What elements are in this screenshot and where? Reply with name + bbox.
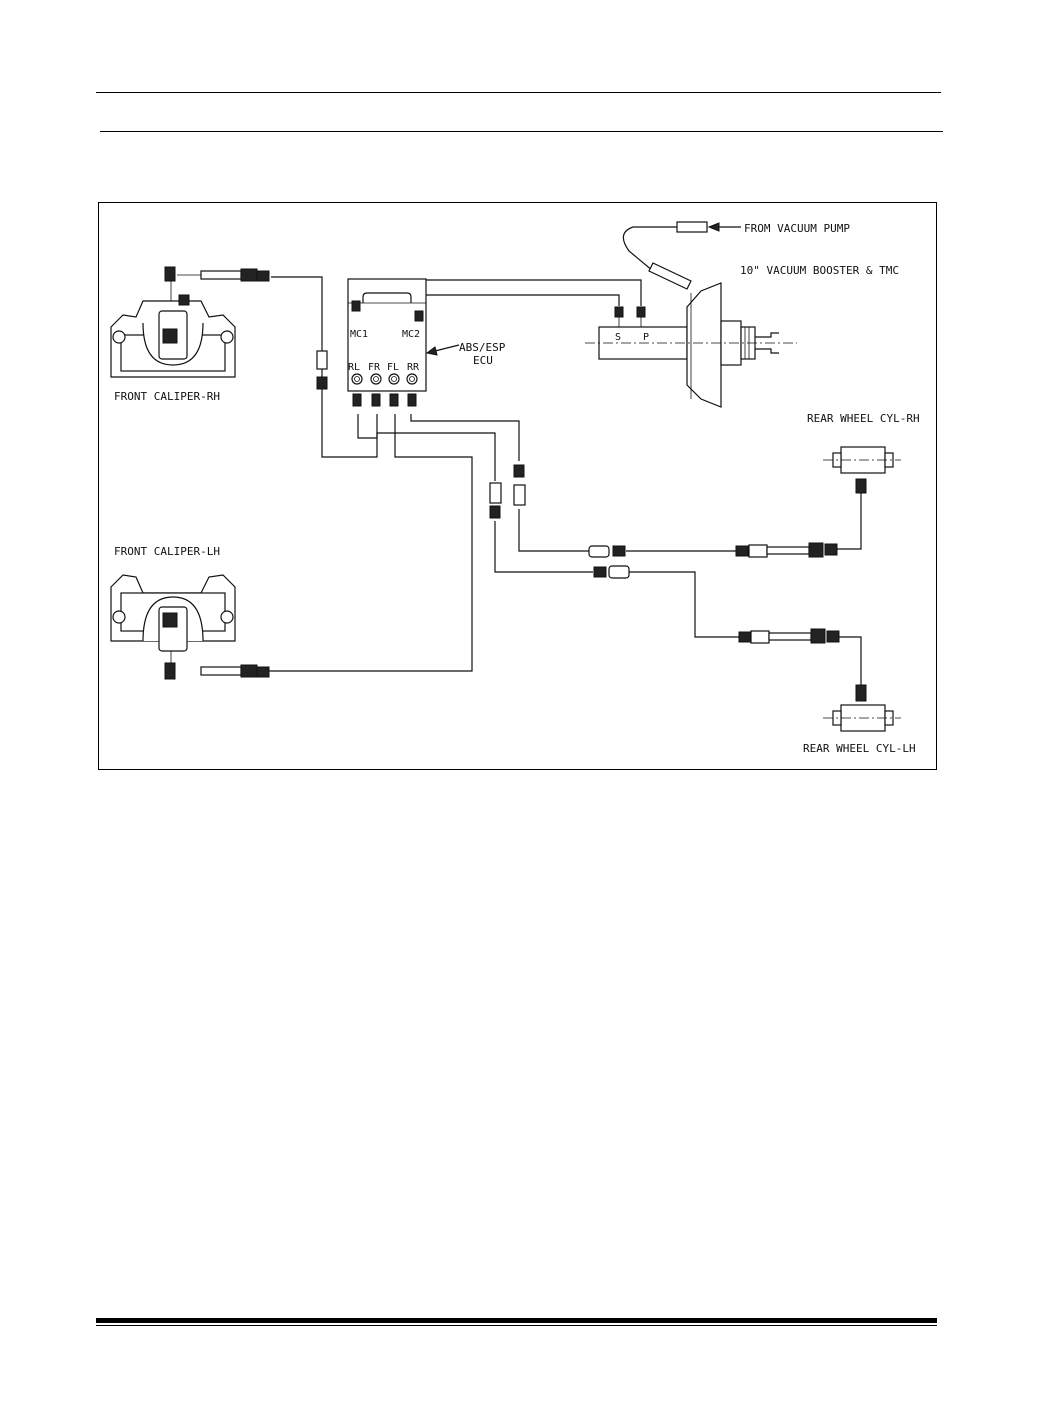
rear-wheel-cyl-rh <box>823 446 901 494</box>
arrow-head <box>707 222 720 232</box>
footer-rule-thin <box>96 1325 937 1326</box>
front-caliper-rh <box>110 266 270 378</box>
label-port-rl: RL <box>348 362 360 373</box>
footer-rule-thick <box>96 1318 937 1323</box>
label-from-vacuum-pump: FROM VACUUM PUMP <box>744 222 850 235</box>
diagram-canvas: FRONT CALIPER-RH FRONT CALIPER-LH REAR W… <box>110 221 920 755</box>
pipe-rear-lh <box>629 571 739 638</box>
pipe-rr <box>410 414 520 461</box>
vacuum-booster <box>585 221 797 408</box>
pipe-rear-rh-end <box>836 491 862 550</box>
pipe-rl <box>357 414 377 439</box>
label-rear-wheel-cyl-rh: REAR WHEEL CYL-RH <box>807 412 920 425</box>
label-rear-wheel-cyl-lh: REAR WHEEL CYL-LH <box>803 742 916 755</box>
front-caliper-lh <box>110 574 270 680</box>
pipe-rl-c <box>494 521 593 573</box>
header-rule-top <box>96 92 941 93</box>
pipe-rr-b <box>518 509 591 552</box>
label-front-caliper-lh: FRONT CALIPER-LH <box>114 545 220 558</box>
pipe-front-rh <box>271 276 378 458</box>
label-booster-port-s: S <box>615 332 621 343</box>
header-rule-bottom <box>100 131 943 132</box>
pipe-fl <box>269 414 473 672</box>
label-port-fr: FR <box>368 362 381 373</box>
pipe-vacuum <box>622 226 677 272</box>
label-port-mc2: MC2 <box>402 329 420 340</box>
abs-esp-ecu <box>347 278 460 407</box>
inline-fittings <box>316 350 840 644</box>
label-ecu: ECU <box>473 354 493 367</box>
label-port-rr: RR <box>407 362 420 373</box>
label-port-mc1: MC1 <box>350 329 368 340</box>
label-vacuum-booster: 10" VACUUM BOOSTER & TMC <box>740 264 899 277</box>
label-booster-port-p: P <box>643 332 649 343</box>
label-port-fl: FL <box>387 362 399 373</box>
brake-line-diagram: FRONT CALIPER-RH FRONT CALIPER-LH REAR W… <box>98 202 937 770</box>
pipe-mc2 <box>418 294 620 313</box>
booster-shell <box>686 282 722 408</box>
label-abs-esp: ABS/ESP <box>459 341 506 354</box>
pipe-rear-lh-end <box>837 636 862 685</box>
label-front-caliper-rh: FRONT CALIPER-RH <box>114 390 220 403</box>
pipe-rl-b <box>376 432 496 481</box>
rear-wheel-cyl-lh <box>823 684 901 732</box>
